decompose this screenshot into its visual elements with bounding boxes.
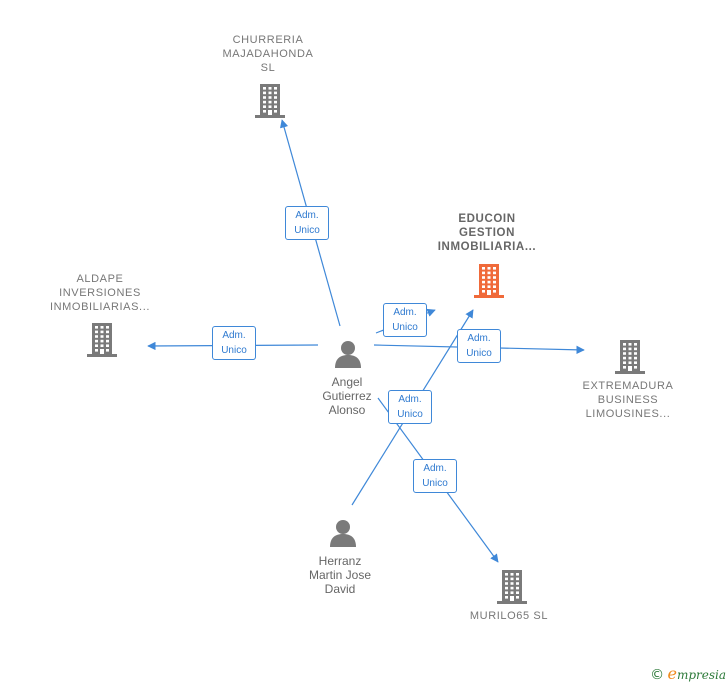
node-label-churreria[interactable]: CHURRERIA MAJADAHONDA SL: [198, 33, 338, 75]
node-educoin[interactable]: [473, 263, 505, 304]
node-label-murilo[interactable]: MURILO65 SL: [439, 609, 579, 623]
node-label-line: INMOBILIARIA...: [437, 241, 537, 253]
edge-label-line: Adm.: [423, 463, 447, 474]
person-icon[interactable]: [328, 518, 358, 548]
copyright-symbol: ©: [650, 667, 665, 683]
node-label-line: SL: [260, 62, 276, 74]
node-angel[interactable]: [333, 339, 363, 374]
node-label-line: CHURRERIA: [232, 34, 304, 46]
edge-label-line: Unico: [392, 322, 418, 333]
node-label-line: Martin Jose: [308, 568, 372, 582]
brand-e: e: [667, 664, 677, 683]
edge-label-adm-unico[interactable]: Adm. Unico: [413, 459, 457, 493]
node-label-line: GESTION: [459, 227, 515, 239]
building-icon[interactable]: [86, 322, 118, 358]
edge-label-line: Unico: [466, 348, 492, 359]
node-herranz[interactable]: [328, 518, 358, 553]
node-label-line: Herranz: [318, 554, 362, 568]
node-label-line: INMOBILIARIAS...: [49, 301, 151, 313]
node-label-line: MAJADAHONDA: [222, 48, 314, 60]
building-icon[interactable]: [473, 263, 505, 299]
node-label-aldape[interactable]: ALDAPE INVERSIONES INMOBILIARIAS...: [30, 272, 170, 314]
edge-label-line: Unico: [422, 478, 448, 489]
person-icon[interactable]: [333, 339, 363, 369]
building-icon[interactable]: [254, 83, 286, 119]
node-aldape[interactable]: [86, 322, 118, 363]
node-churreria[interactable]: [254, 83, 286, 124]
edge-label-adm-unico[interactable]: Adm. Unico: [388, 390, 432, 424]
node-label-line: Angel: [331, 375, 363, 389]
node-murilo[interactable]: [496, 569, 528, 610]
node-label-line: INVERSIONES: [59, 287, 141, 299]
edge-label-adm-unico[interactable]: Adm. Unico: [457, 329, 501, 363]
node-label-line: BUSINESS: [597, 394, 659, 406]
node-label-line: LIMOUSINES...: [585, 408, 671, 420]
node-label-line: EXTREMADURA: [582, 380, 674, 392]
node-label-line: David: [324, 582, 356, 596]
edge-label-line: Adm.: [398, 394, 422, 405]
edge-label-line: Unico: [221, 345, 247, 356]
node-label-educoin[interactable]: EDUCOIN GESTION INMOBILIARIA...: [417, 212, 557, 254]
edge-label-line: Unico: [294, 225, 320, 236]
edge-label-adm-unico[interactable]: Adm. Unico: [383, 303, 427, 337]
building-icon[interactable]: [614, 339, 646, 375]
edge-label-line: Adm.: [393, 307, 417, 318]
empresia-brand: © empresia: [650, 664, 726, 683]
edge-label-line: Unico: [397, 409, 423, 420]
edge-label-line: Adm.: [295, 210, 319, 221]
node-label-line: MURILO65 SL: [469, 610, 549, 622]
edge-label-line: Adm.: [467, 333, 491, 344]
building-icon[interactable]: [496, 569, 528, 605]
node-label-line: EDUCOIN: [458, 213, 516, 225]
edge-label-line: Adm.: [222, 330, 246, 341]
node-label-extremadura[interactable]: EXTREMADURA BUSINESS LIMOUSINES...: [558, 379, 698, 421]
node-extremadura[interactable]: [614, 339, 646, 380]
brand-name: mpresia: [676, 668, 726, 682]
edge-label-adm-unico[interactable]: Adm. Unico: [285, 206, 329, 240]
node-label-line: Gutierrez: [322, 389, 372, 403]
node-label-line: ALDAPE: [76, 273, 124, 285]
node-label-line: Alonso: [328, 403, 366, 417]
edge-label-adm-unico[interactable]: Adm. Unico: [212, 326, 256, 360]
